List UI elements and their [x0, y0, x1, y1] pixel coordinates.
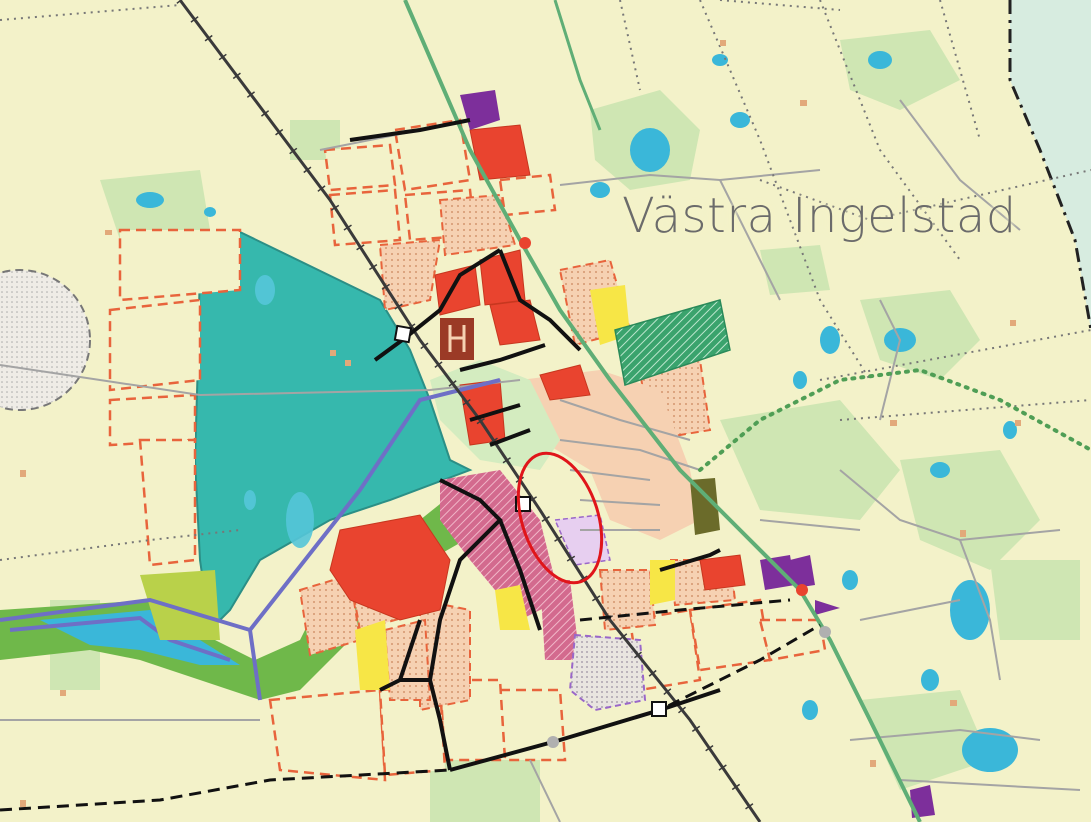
mixed-use-area [553, 514, 611, 566]
secondary-road [553, 0, 602, 131]
sea-area [1010, 0, 1091, 330]
lake-area [193, 230, 473, 633]
node-icon [547, 736, 559, 748]
walking-path [9, 615, 231, 662]
place-name-label: Västra Ingelstad [622, 188, 1017, 244]
h-symbol-icon [440, 318, 474, 360]
commercial-areas [329, 124, 746, 621]
bike-route [0, 378, 501, 701]
node-icon [819, 626, 831, 638]
rural-buildings [20, 40, 1021, 807]
municipal-boundary [1008, 0, 1091, 331]
roundabout-icon [393, 324, 413, 344]
lake-inner-water [244, 275, 314, 548]
green-trail [698, 367, 1091, 472]
highlight-circle [516, 451, 604, 585]
sports-field [614, 299, 731, 386]
roundabout-icon [651, 701, 667, 717]
church-area [690, 478, 720, 535]
field-paths [0, 0, 1091, 561]
industrial-reserve [568, 633, 647, 712]
planned-roads [349, 118, 721, 772]
node-icon [796, 584, 808, 596]
institutions [460, 90, 935, 818]
yellow-areas [355, 285, 675, 690]
roundabouts [393, 237, 831, 748]
planned-road-dashed [0, 598, 821, 812]
meadow [140, 570, 220, 640]
residential-center [520, 370, 700, 540]
main-road [403, 0, 922, 822]
node-icon [519, 237, 531, 249]
